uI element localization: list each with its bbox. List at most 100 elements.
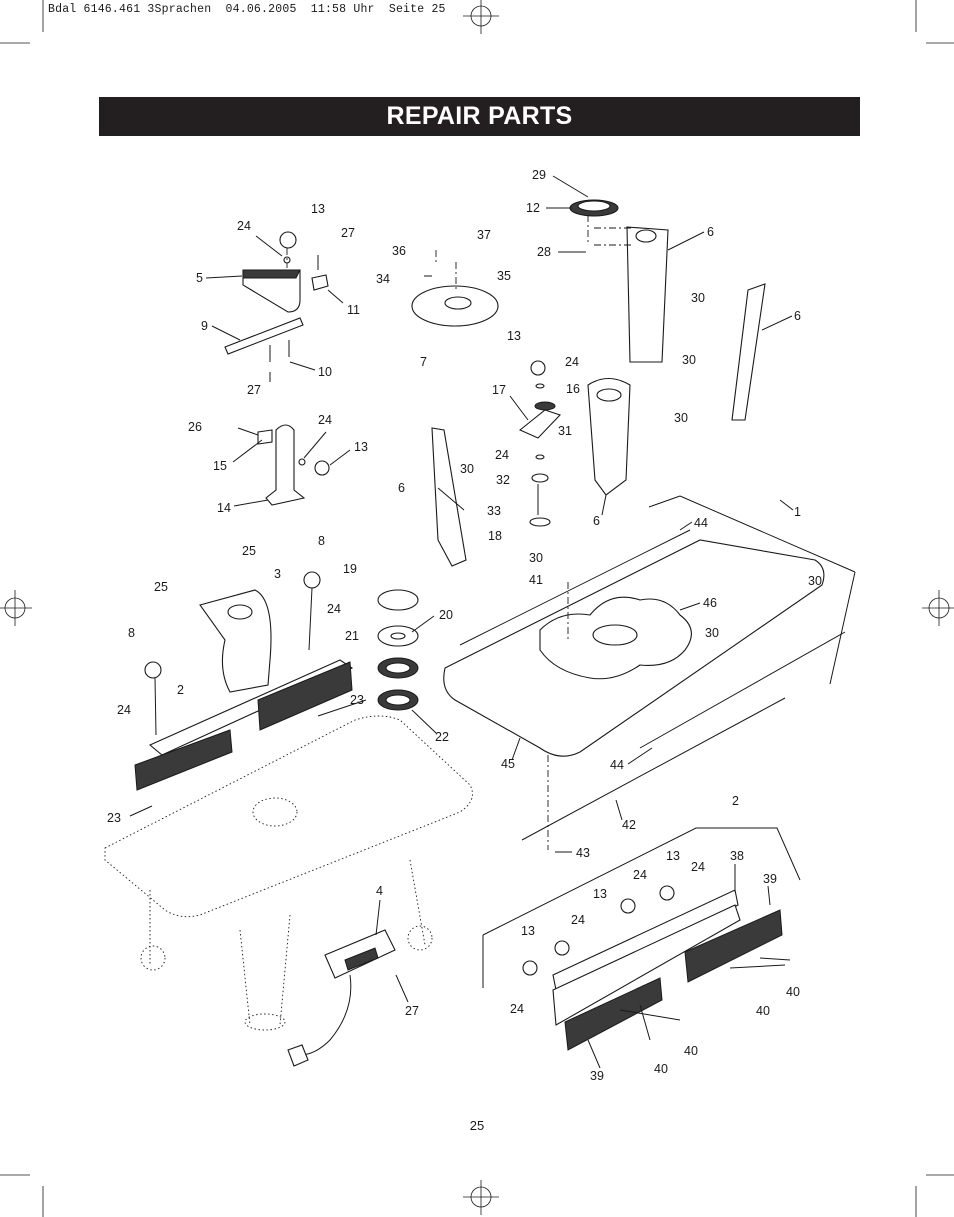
callout-6: 6 [398,481,405,495]
callout-22: 22 [435,730,449,744]
sub-base-and-bracket [569,199,669,363]
center-bracket [587,377,631,496]
callout-45: 45 [501,757,515,771]
callout-17: 17 [492,383,506,397]
callout-24: 24 [571,913,585,927]
callout-30: 30 [682,353,696,367]
callout-46: 46 [703,596,717,610]
callout-23: 23 [350,693,364,707]
callout-24: 24 [318,413,332,427]
callout-15: 15 [213,459,227,473]
callout-30: 30 [460,462,474,476]
fence-assembly-right [482,827,801,1051]
callout-2: 2 [732,794,739,808]
callout-12: 12 [526,201,540,215]
switch-box [287,929,396,1067]
callout-43: 43 [576,846,590,860]
callout-35: 35 [497,269,511,283]
callout-31: 31 [558,424,572,438]
callout-40: 40 [684,1044,698,1058]
callout-24: 24 [691,860,705,874]
registration-mark-left [0,590,32,626]
callout-21: 21 [345,629,359,643]
callout-40: 40 [786,985,800,999]
callout-42: 42 [622,818,636,832]
page-number: 25 [469,1118,485,1133]
miter-gauge-assembly [224,231,329,362]
callout-4: 4 [376,884,383,898]
callout-leaders [129,175,794,1069]
bit-guard [199,589,272,693]
callout-41: 41 [529,573,543,587]
callout-13: 13 [666,849,680,863]
fence-assembly-left [134,571,354,791]
callout-24: 24 [565,355,579,369]
callout-3: 3 [274,567,281,581]
callout-34: 34 [376,272,390,286]
insert-plate [411,250,499,327]
clamp-stack [518,360,561,527]
callout-30: 30 [529,551,543,565]
callout-36: 36 [392,244,406,258]
callout-39: 39 [590,1069,604,1083]
callout-27: 27 [405,1004,419,1018]
callout-13: 13 [354,440,368,454]
callout-16: 16 [566,382,580,396]
callout-13: 13 [507,329,521,343]
callout-29: 29 [532,168,546,182]
callout-40: 40 [756,1004,770,1018]
callout-26: 26 [188,420,202,434]
callout-30: 30 [705,626,719,640]
callout-5: 5 [196,271,203,285]
callout-44: 44 [694,516,708,530]
callout-24: 24 [510,1002,524,1016]
callout-37: 37 [477,228,491,242]
callout-32: 32 [496,473,510,487]
callout-2: 2 [177,683,184,697]
callout-13: 13 [593,887,607,901]
callout-28: 28 [537,245,551,259]
callout-1: 1 [794,505,801,519]
callout-40: 40 [654,1062,668,1076]
callout-30: 30 [691,291,705,305]
callout-24: 24 [327,602,341,616]
callout-44: 44 [610,758,624,772]
callout-14: 14 [217,501,231,515]
callout-6: 6 [707,225,714,239]
callout-24: 24 [633,868,647,882]
callout-27: 27 [247,383,261,397]
callout-20: 20 [439,608,453,622]
callout-30: 30 [674,411,688,425]
callout-19: 19 [343,562,357,576]
callout-11: 11 [347,303,360,317]
callout-9: 9 [201,319,208,333]
callout-24: 24 [237,219,251,233]
router-table-assembly [104,715,473,1031]
callout-38: 38 [730,849,744,863]
callout-25: 25 [242,544,256,558]
callout-23: 23 [107,811,121,825]
side-bracket-right [731,283,766,421]
callout-13: 13 [311,202,325,216]
callout-18: 18 [488,529,502,543]
callout-39: 39 [763,872,777,886]
callout-27: 27 [341,226,355,240]
callout-13: 13 [521,924,535,938]
callout-24: 24 [117,703,131,717]
router-table-top [443,495,856,850]
callout-6: 6 [593,514,600,528]
callout-10: 10 [318,365,332,379]
page-title: REPAIR PARTS [99,97,860,136]
adapter-rings [377,589,419,711]
callout-30: 30 [808,574,822,588]
callout-8: 8 [318,534,325,548]
callout-6: 6 [794,309,801,323]
registration-mark-right [922,590,954,626]
callout-33: 33 [487,504,501,518]
callout-8: 8 [128,626,135,640]
callout-24: 24 [495,448,509,462]
registration-mark-bottom [463,1180,499,1215]
callout-7: 7 [420,355,427,369]
